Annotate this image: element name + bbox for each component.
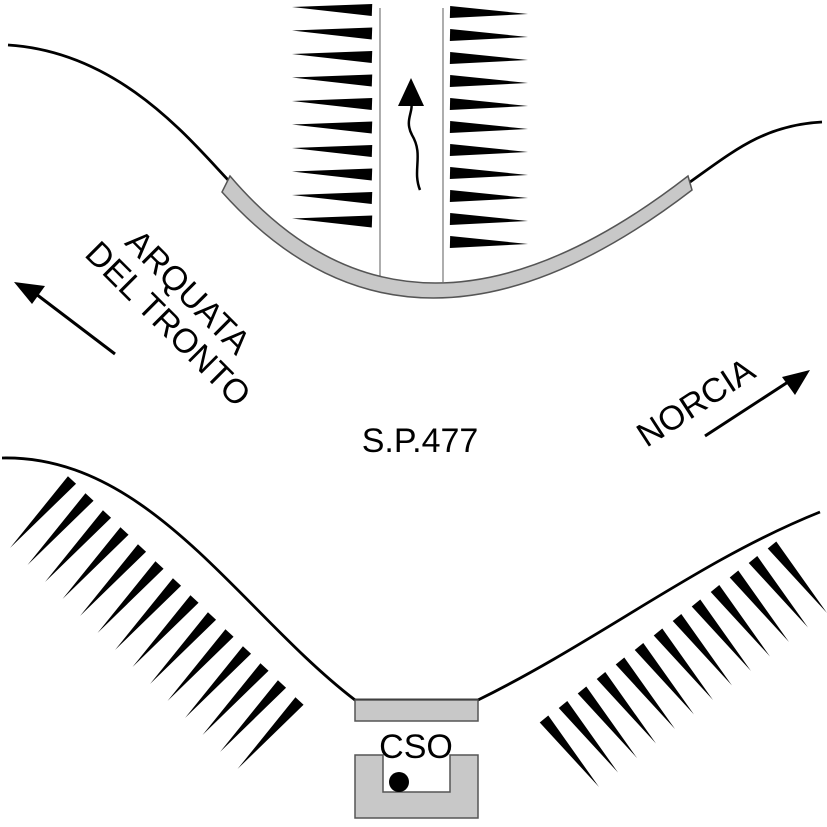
- hachure-wedge: [729, 570, 789, 642]
- hachure-wedge: [62, 527, 129, 599]
- bottom-left-slope-hachure: [10, 476, 304, 769]
- hachure-wedge: [80, 544, 147, 616]
- bottom-right-slope-hachure: [539, 541, 827, 787]
- culvert-structure: [221, 174, 693, 299]
- hachure-wedge: [150, 612, 217, 684]
- hachure-wedge: [449, 121, 528, 133]
- hachure-wedge: [577, 686, 637, 758]
- channel-left-slope-hachure: [292, 4, 373, 228]
- hachure-wedge: [596, 672, 656, 744]
- road-south-edge: [1, 456, 821, 702]
- hachure-wedge: [449, 29, 528, 41]
- hachure-wedge: [97, 561, 164, 633]
- wavy-up-arrow-icon: [398, 78, 424, 191]
- hachure-wedge: [27, 493, 94, 565]
- hachure-wedge: [449, 6, 528, 18]
- hachure-wedge: [292, 121, 373, 134]
- hachure-wedge: [292, 215, 373, 228]
- station-housing: [354, 754, 479, 819]
- arrow-up-right-icon: [704, 370, 810, 438]
- hachure-wedge: [653, 628, 713, 700]
- filled-dot-icon: [389, 772, 409, 792]
- hachure-wedge: [45, 510, 112, 582]
- hachure-wedge: [767, 541, 827, 613]
- destination-east-label: NORCIA: [630, 351, 762, 455]
- hachure-wedge: [115, 578, 182, 650]
- hachure-wedge: [615, 657, 675, 729]
- hachure-wedge: [449, 167, 528, 179]
- barrier-slab: [354, 699, 479, 722]
- hachure-wedge: [292, 27, 373, 40]
- hachure-wedge: [220, 680, 287, 752]
- hachure-wedge: [292, 4, 373, 16]
- hachure-wedge: [132, 595, 199, 667]
- hachure-wedge: [539, 715, 599, 787]
- hachure-wedge: [449, 52, 528, 64]
- hachure-wedge: [449, 190, 528, 202]
- hachure-wedge: [691, 599, 751, 671]
- hachure-wedge: [167, 629, 234, 701]
- hachure-wedge: [292, 74, 373, 87]
- hachure-wedge: [185, 646, 252, 718]
- hachure-wedge: [634, 643, 694, 715]
- hachure-wedge: [748, 556, 808, 628]
- hachure-wedge: [10, 476, 77, 548]
- hachure-wedge: [449, 75, 528, 87]
- hachure-wedge: [449, 236, 528, 248]
- hachure-wedge: [672, 614, 732, 686]
- arrow-up-left-icon: [14, 282, 116, 356]
- station-label: CSO: [379, 728, 453, 766]
- hachure-wedge: [292, 98, 373, 110]
- road-north-edge: [7, 43, 823, 184]
- hachure-wedge: [292, 192, 373, 204]
- hachure-wedge: [202, 663, 269, 735]
- hachure-wedge: [237, 697, 304, 769]
- hachure-wedge: [449, 98, 528, 110]
- road-name-label: S.P.477: [362, 422, 479, 460]
- hachure-wedge: [292, 168, 373, 181]
- hachure-wedge: [449, 213, 528, 225]
- channel-right-slope-hachure: [449, 6, 528, 248]
- hachure-wedge: [558, 701, 618, 773]
- hachure-wedge: [292, 51, 373, 63]
- hachure-wedge: [292, 145, 373, 157]
- hachure-wedge: [449, 144, 528, 156]
- hachure-wedge: [710, 585, 770, 657]
